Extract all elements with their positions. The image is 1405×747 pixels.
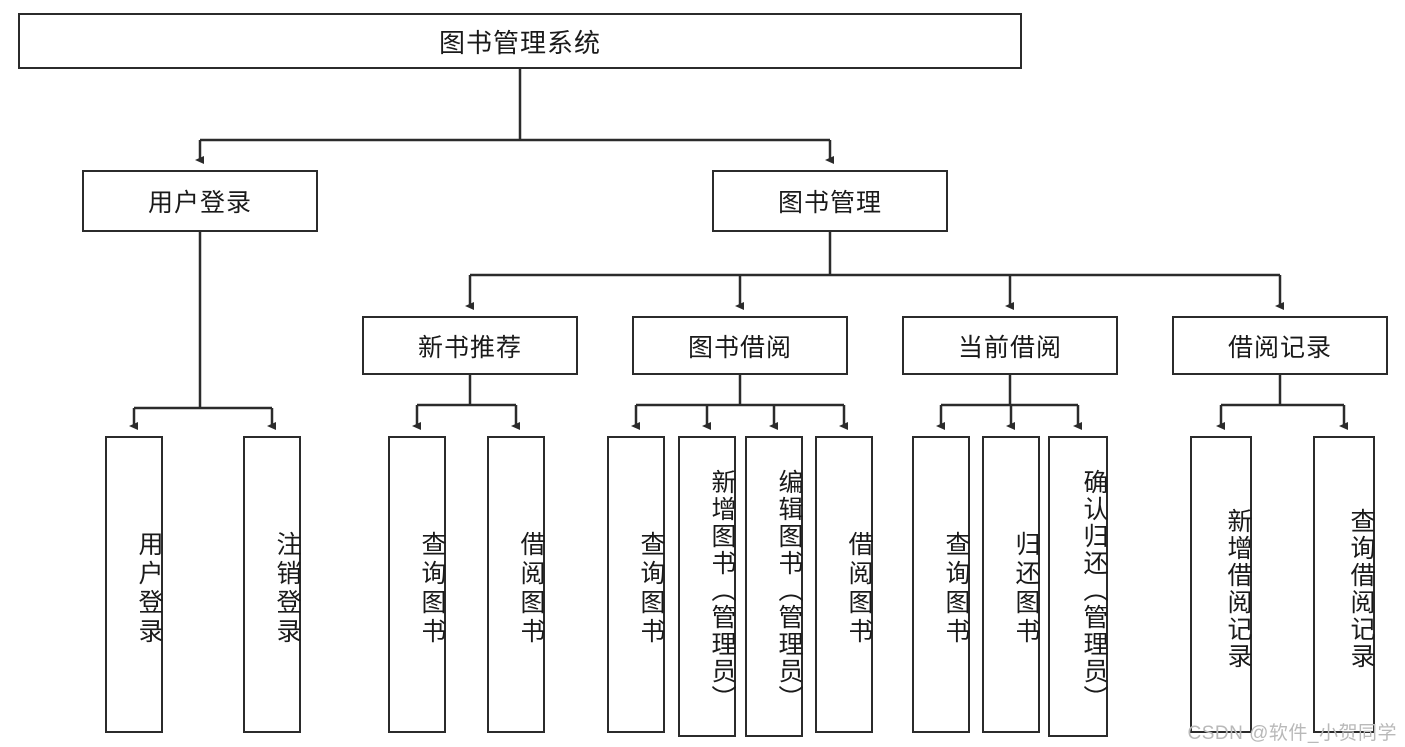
leaf-borrow-book[interactable]: 借阅图书 — [815, 436, 873, 733]
node-label: 查询图书 — [637, 530, 665, 647]
node-label: 查询图书 — [418, 530, 446, 647]
node-new-book-recommend[interactable]: 新书推荐 — [362, 316, 578, 375]
leaf-query-book-borrow[interactable]: 查询图书 — [607, 436, 665, 733]
leaf-logout[interactable]: 注销登录 — [243, 436, 301, 733]
leaf-edit-book-admin[interactable]: 编辑图书（管理员） — [745, 436, 803, 737]
node-label: 查询借阅记录 — [1347, 507, 1375, 670]
node-label: 确认归还（管理员） — [1080, 469, 1108, 712]
leaf-borrow-book-recommend[interactable]: 借阅图书 — [487, 436, 545, 733]
node-label: 借阅图书 — [845, 530, 873, 647]
leaf-add-borrow-record[interactable]: 新增借阅记录 — [1190, 436, 1252, 733]
leaf-user-login[interactable]: 用户登录 — [105, 436, 163, 733]
node-label: 图书管理 — [777, 189, 882, 217]
csdn-watermark: CSDN @软件_小贺同学 — [1187, 723, 1397, 744]
node-book-management[interactable]: 图书管理 — [712, 170, 948, 232]
node-label: 借阅图书 — [517, 530, 545, 647]
node-book-borrow[interactable]: 图书借阅 — [632, 316, 848, 375]
leaf-query-book-current[interactable]: 查询图书 — [912, 436, 970, 733]
node-label: 编辑图书（管理员） — [775, 469, 803, 712]
node-label: 图书借阅 — [687, 333, 792, 362]
leaf-query-borrow-record[interactable]: 查询借阅记录 — [1313, 436, 1375, 733]
node-label: 查询图书 — [942, 530, 970, 647]
node-root-system[interactable]: 图书管理系统 — [18, 13, 1022, 69]
leaf-confirm-return-admin[interactable]: 确认归还（管理员） — [1048, 436, 1108, 737]
leaf-add-book-admin[interactable]: 新增图书（管理员） — [678, 436, 736, 737]
node-borrow-records[interactable]: 借阅记录 — [1172, 316, 1388, 375]
node-user-login[interactable]: 用户登录 — [82, 170, 318, 232]
leaf-query-book-recommend[interactable]: 查询图书 — [388, 436, 446, 733]
node-label: 新增图书（管理员） — [708, 469, 736, 712]
node-label: 图书管理系统 — [438, 27, 601, 58]
node-label: 新增借阅记录 — [1224, 507, 1252, 670]
node-label: 新书推荐 — [417, 333, 522, 362]
node-label: 用户登录 — [147, 189, 252, 217]
node-label: 用户登录 — [135, 530, 163, 647]
node-label: 注销登录 — [273, 530, 301, 647]
node-label: 当前借阅 — [957, 333, 1062, 362]
leaf-return-book[interactable]: 归还图书 — [982, 436, 1040, 733]
node-current-borrow[interactable]: 当前借阅 — [902, 316, 1118, 375]
node-label: 归还图书 — [1012, 530, 1040, 647]
node-label: 借阅记录 — [1227, 333, 1332, 362]
